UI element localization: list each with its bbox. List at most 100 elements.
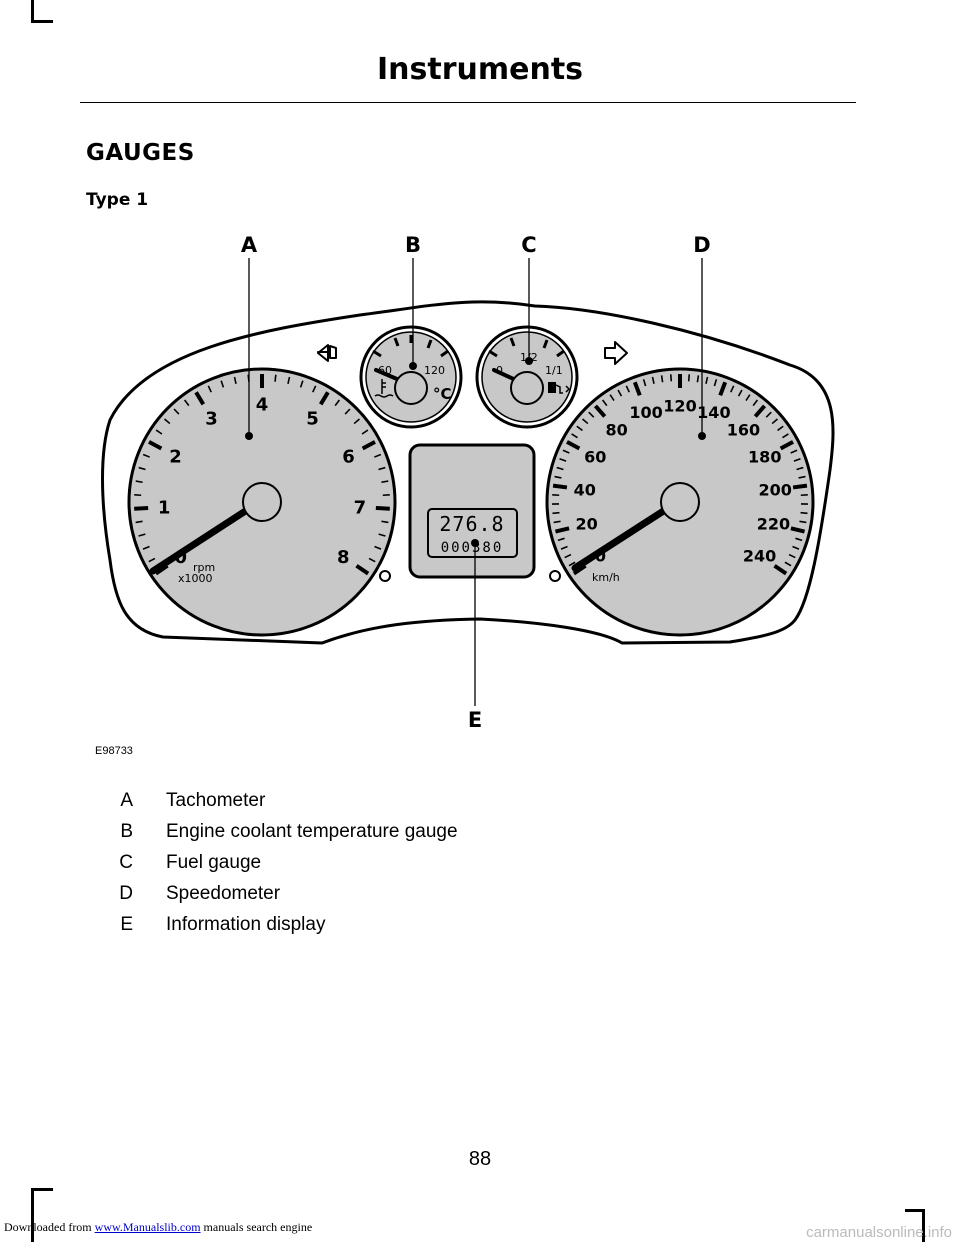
speedometer-tick (745, 394, 751, 402)
tachometer-tick (135, 520, 143, 524)
tachometer-tick (135, 480, 143, 484)
tachometer-tick (334, 399, 341, 407)
tachometer-tick (207, 385, 212, 393)
speedometer-tick (790, 526, 806, 534)
tachometer-tick (148, 440, 163, 451)
callout-letter-d: D (693, 233, 710, 257)
speedometer-tick (784, 561, 792, 567)
legend-label: Tachometer (166, 789, 266, 811)
speedometer-scale-label: 140 (697, 403, 730, 422)
speedometer-tick (552, 483, 568, 490)
crop-mark-bottom-right (905, 1209, 925, 1212)
legend-letter: C (119, 851, 133, 873)
tachometer-tick (155, 429, 163, 435)
tachometer-tick (134, 505, 149, 511)
speedometer-tick (696, 375, 700, 383)
callout-letter-e: E (468, 708, 482, 732)
tachometer-tick (368, 557, 376, 563)
tachometer-tick (375, 505, 390, 511)
speedometer-tick (779, 440, 794, 451)
speedometer-tick (562, 449, 570, 454)
speedometer-tick (687, 374, 691, 382)
temperature-scale-high: 120 (424, 364, 445, 377)
callout-letter-b: B (405, 233, 421, 257)
speedometer-scale-label: 240 (743, 546, 776, 565)
left-reset-knob (379, 570, 391, 582)
speedometer-scale-label: 80 (605, 421, 627, 440)
speedometer-tick (564, 553, 572, 559)
speedometer-tick (788, 553, 796, 559)
tachometer-scale-label: 3 (205, 408, 218, 429)
crop-mark-top-left (31, 20, 53, 23)
speedometer-unit: km/h (592, 571, 620, 584)
temperature-unit: °C (433, 385, 452, 403)
legend-letter: E (120, 913, 133, 935)
tachometer-tick (274, 374, 277, 382)
speedometer-tick (632, 381, 642, 397)
tachometer-scale-label: 8 (337, 547, 350, 568)
speedometer-tick (651, 376, 655, 384)
display-odometer-readout: 000380 (441, 540, 504, 556)
speedometer-tick (593, 404, 607, 418)
tachometer-tick (287, 376, 291, 384)
speedometer-tick (568, 561, 576, 567)
crop-mark-bottom-left (31, 1188, 53, 1191)
speedometer-tick (705, 376, 709, 384)
tachometer-scale-label: 7 (354, 497, 367, 518)
footer-prefix: Downloaded from (4, 1220, 95, 1234)
subsection-title: Type 1 (86, 190, 149, 210)
crop-mark-top-left (31, 0, 34, 22)
speedometer-tick (798, 475, 806, 479)
coolant-temperature-gauge: 60 120 °C (359, 325, 463, 429)
speedometer-tick (554, 475, 562, 479)
speedometer-hub (660, 482, 700, 522)
tachometer-tick (378, 533, 386, 537)
figure-code: E98733 (95, 745, 133, 757)
tachometer-tick (138, 466, 146, 471)
tachometer-tick (374, 545, 382, 550)
callout-letter-a: A (241, 233, 258, 257)
turn-signal-right-icon (604, 341, 628, 365)
legend-label: Speedometer (166, 882, 281, 904)
tachometer-tick (353, 418, 360, 425)
speedometer-tick (601, 399, 608, 407)
speedometer-tick (753, 404, 767, 418)
speedometer-tick (730, 385, 735, 393)
section-title: GAUGES (86, 140, 195, 166)
tachometer-tick (142, 453, 150, 458)
legend-item: D Speedometer (108, 878, 808, 909)
legend-item: A Tachometer (108, 785, 808, 816)
fuel-pump-icon (548, 382, 571, 394)
turn-signal-left-icon (317, 344, 337, 362)
legend-item: B Engine coolant temperature gauge (108, 816, 808, 847)
tachometer-tick (312, 385, 317, 393)
download-footer: Downloaded from www.Manualslib.com manua… (4, 1220, 312, 1235)
speedometer-tick (582, 418, 589, 425)
information-display: 276.8 000380 (408, 443, 536, 579)
tachometer-tick (148, 557, 156, 563)
crop-mark-bottom-left (31, 1188, 34, 1242)
legend-label: Information display (166, 913, 326, 935)
speedometer-tick (609, 394, 615, 402)
fuel-gauge: 0 1/2 1/1 (475, 325, 579, 429)
speedometer-tick (588, 411, 595, 418)
tachometer-tick (164, 418, 171, 425)
speedometer-tick (790, 449, 798, 454)
tachometer-scale-label: 1 (158, 497, 171, 518)
speedometer-tick (556, 466, 564, 471)
speedometer-tick (557, 537, 565, 542)
speedometer-tick (669, 374, 673, 382)
speedometer-tick (559, 458, 567, 462)
coolant-icon (374, 379, 394, 398)
speedometer-tick (642, 379, 647, 387)
speedometer-tick (718, 381, 728, 397)
speedometer-needle (571, 506, 669, 572)
manualslib-link[interactable]: www.Manualslib.com (94, 1220, 201, 1234)
speedometer-tick (765, 411, 772, 418)
speedometer-tick (752, 399, 759, 407)
speedometer-tick (554, 526, 570, 534)
tachometer-tick (378, 466, 386, 471)
crop-mark-bottom-right (922, 1209, 925, 1242)
